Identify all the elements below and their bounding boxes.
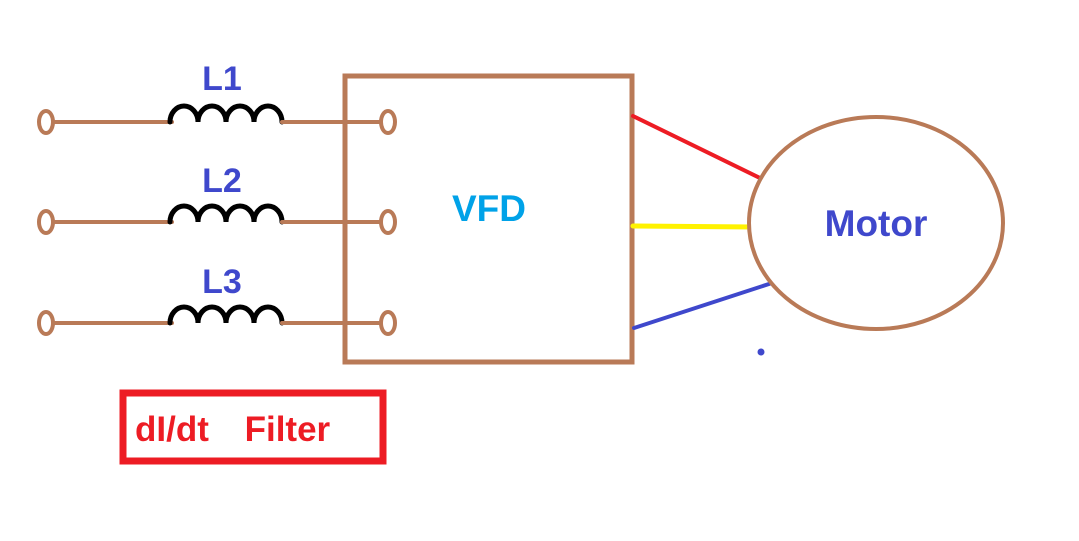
vfd-label: VFD xyxy=(452,188,526,229)
input-terminal-3 xyxy=(37,310,55,336)
phase-line-2: L2 xyxy=(37,162,397,235)
output-terminal-3 xyxy=(379,310,397,336)
inductor-label-1: L1 xyxy=(202,60,242,98)
vfd-block: VFD xyxy=(342,73,635,365)
phase-wire-yellow xyxy=(630,223,756,230)
phase-wire-blue xyxy=(632,281,774,330)
output-terminal-2 xyxy=(379,209,397,235)
inductor-coil-3 xyxy=(167,304,285,326)
phase-line-1: L1 xyxy=(37,60,397,135)
filter-caption-part2: Filter xyxy=(245,410,331,449)
vfd-box xyxy=(342,73,635,365)
output-terminal-1 xyxy=(379,109,397,135)
phase-line-3: L3 xyxy=(37,263,397,336)
inductor-coil-1 xyxy=(167,103,285,125)
stray-dot xyxy=(757,348,765,356)
filter-caption-part1: dI/dt xyxy=(135,410,209,449)
input-terminal-1 xyxy=(37,109,55,135)
inductor-coil-2 xyxy=(167,203,285,225)
motor-connections xyxy=(630,114,774,330)
filter-caption-text: dI/dt Filter xyxy=(135,410,331,449)
filter-caption: dI/dt Filter xyxy=(119,389,387,465)
motor-body xyxy=(747,115,1005,331)
filter-caption-box xyxy=(119,389,387,465)
inductor-label-3: L3 xyxy=(202,263,242,301)
motor-label: Motor xyxy=(825,203,928,244)
inductor-label-2: L2 xyxy=(202,162,242,200)
phase-wire-red xyxy=(631,114,768,183)
motor: Motor xyxy=(747,115,1005,331)
input-terminal-2 xyxy=(37,209,55,235)
